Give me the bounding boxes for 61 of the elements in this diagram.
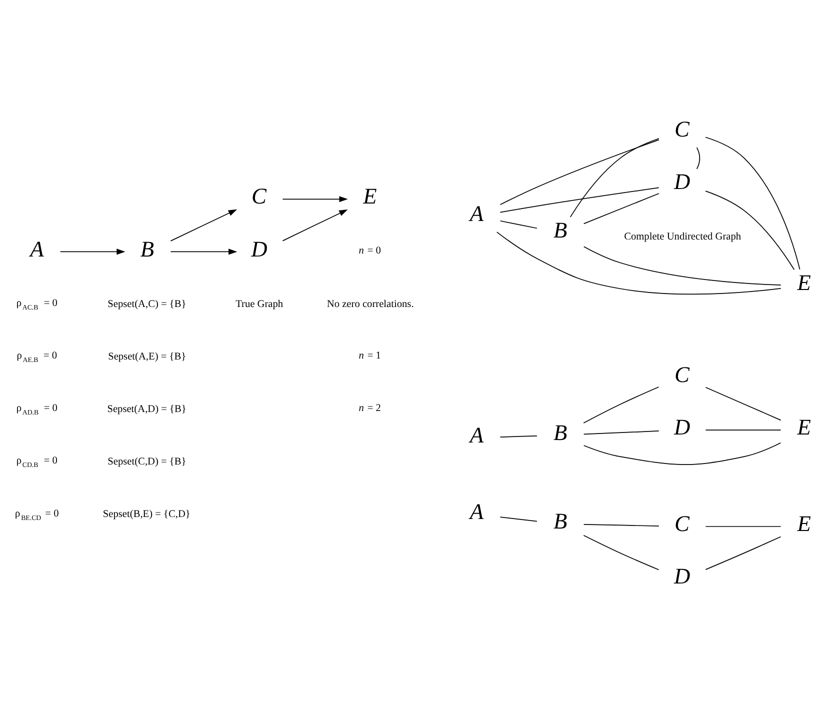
node-text: B bbox=[553, 216, 568, 242]
connector bbox=[705, 429, 782, 430]
label: No zero correlations. bbox=[326, 298, 414, 310]
label: n = 1 bbox=[358, 350, 381, 362]
label: ρ$_{AE.B}$ = 0 bbox=[16, 350, 58, 364]
connector bbox=[583, 246, 782, 285]
connector bbox=[500, 434, 538, 437]
connector bbox=[696, 146, 700, 169]
label: Sepset(A,D) = {B} bbox=[107, 404, 186, 415]
connector bbox=[705, 536, 782, 570]
node-text: D bbox=[251, 236, 268, 261]
node-text: A bbox=[470, 498, 484, 524]
label: Sepset(A,E) = {B} bbox=[108, 350, 186, 362]
node-text: D bbox=[674, 168, 690, 194]
connector bbox=[570, 138, 660, 217]
node-text: C bbox=[252, 183, 266, 208]
label: ρ$_{CD.B}$ = 0 bbox=[16, 455, 58, 469]
arrow bbox=[170, 248, 238, 254]
node-text: A bbox=[30, 236, 44, 261]
connector bbox=[705, 136, 800, 270]
connector bbox=[500, 516, 538, 522]
connector bbox=[500, 138, 660, 205]
node-text: E bbox=[363, 183, 377, 208]
connector bbox=[583, 442, 782, 464]
label: ρ$_{AD.B}$ = 0 bbox=[16, 402, 58, 416]
connector bbox=[705, 386, 782, 420]
node-text: B bbox=[553, 419, 568, 444]
arrow bbox=[60, 248, 126, 254]
label: n = 0 bbox=[358, 245, 381, 256]
node-text: E bbox=[797, 269, 811, 294]
node-text: C bbox=[674, 362, 690, 387]
label: Sepset(B,E) = {C,D} bbox=[102, 508, 190, 520]
connector bbox=[705, 190, 795, 270]
node-text: E bbox=[797, 414, 811, 440]
label: Sepset(A,C) = {B} bbox=[108, 298, 186, 310]
arrow bbox=[282, 208, 348, 241]
connector bbox=[583, 430, 660, 434]
label: Complete Undirected Graph bbox=[624, 231, 742, 242]
connector bbox=[496, 231, 782, 294]
connector bbox=[583, 192, 660, 224]
node-text: B bbox=[553, 508, 568, 533]
node-text: D bbox=[674, 414, 690, 440]
node-text: D bbox=[674, 563, 690, 588]
node-text: A bbox=[470, 200, 484, 226]
arrow bbox=[282, 196, 348, 202]
connector bbox=[583, 534, 660, 570]
arrow bbox=[170, 208, 238, 241]
connector bbox=[500, 220, 538, 228]
connector bbox=[583, 523, 660, 526]
label: ρ$_{AC.B}$ = 0 bbox=[16, 298, 58, 312]
label: Sepset(C,D) = {B} bbox=[108, 456, 186, 468]
node-text: A bbox=[470, 422, 484, 447]
node-text: E bbox=[797, 510, 811, 536]
node-text: C bbox=[674, 116, 690, 142]
label: n = 2 bbox=[358, 402, 381, 414]
node-text: C bbox=[674, 510, 690, 536]
node-text: B bbox=[140, 236, 154, 261]
connector bbox=[583, 386, 660, 423]
label: True Graph bbox=[236, 298, 284, 310]
connector bbox=[500, 186, 660, 212]
label: ρ$_{BE.CD}$ = 0 bbox=[15, 508, 59, 522]
